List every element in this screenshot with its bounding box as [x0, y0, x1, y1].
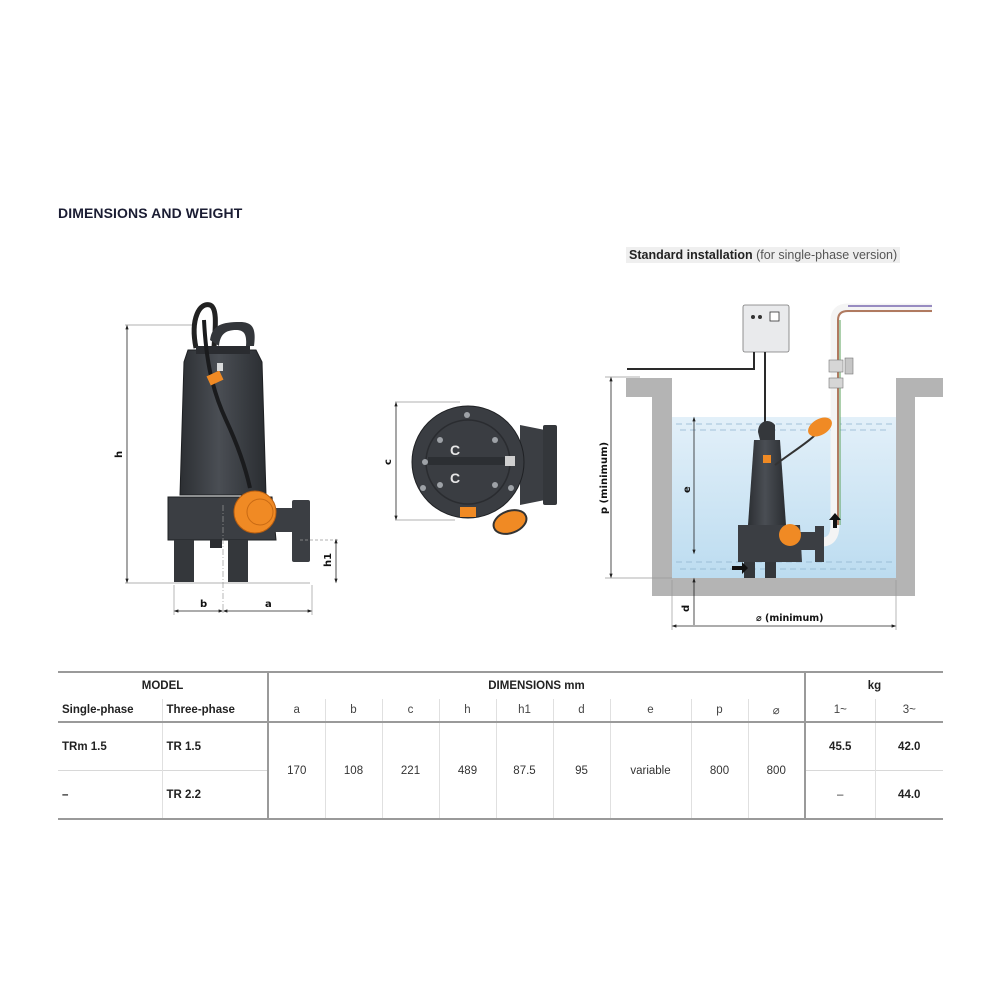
drawings: h h1 b a	[114, 302, 943, 630]
cell-weight-1ph: 45.5	[804, 722, 875, 771]
dim-label-h: h	[114, 451, 125, 458]
dim-label-width: ⌀ (minimum)	[756, 613, 823, 624]
table-row: TRm 1.5 TR 1.5 170 108 221 489 87.5 95 v…	[58, 722, 943, 820]
table-row: – TR 2.2 – 44.0	[58, 770, 943, 820]
cell-weight-3ph: 44.0	[874, 770, 943, 820]
cell-single-phase: –	[58, 770, 162, 820]
svg-text:C: C	[450, 442, 460, 458]
dimensions-table: MODEL DIMENSIONS mm kg Single-phase Thre…	[58, 671, 943, 820]
col-three-phase: Three-phase	[161, 699, 268, 723]
cell-sq: 800	[747, 722, 805, 820]
svg-text:C: C	[450, 470, 460, 486]
col-single-phase: Single-phase	[58, 699, 162, 723]
header-model: MODEL	[58, 671, 268, 699]
cell-b: 108	[324, 722, 382, 820]
col-e: e	[609, 699, 691, 723]
col-h: h	[438, 699, 496, 723]
section-title: DIMENSIONS AND WEIGHT	[58, 205, 243, 221]
cell-e: variable	[609, 722, 691, 820]
cell-weight-1ph: –	[804, 770, 875, 820]
col-sq: ⌀	[747, 699, 805, 723]
col-a: a	[267, 699, 325, 723]
cell-d: 95	[552, 722, 610, 820]
header-weight: kg	[804, 671, 943, 699]
dim-label-h1: h1	[323, 553, 334, 567]
cell-a: 170	[267, 722, 325, 820]
installation-title: Standard installation (for single-phase …	[626, 247, 901, 263]
col-p: p	[690, 699, 748, 723]
dim-label-c: c	[383, 459, 394, 465]
pump-bottom-view: c C C	[383, 401, 557, 535]
header-dimensions: DIMENSIONS mm	[267, 671, 805, 699]
cell-three-phase: TR 1.5	[161, 722, 268, 771]
dim-label-e: e	[682, 486, 693, 493]
installation-diagram: p (minimum) e d ⌀ (minimum)	[599, 303, 943, 630]
col-weight-1ph: 1~	[804, 699, 875, 723]
col-h1: h1	[495, 699, 553, 723]
cell-p: 800	[690, 722, 748, 820]
col-b: b	[324, 699, 382, 723]
dim-label-b: b	[200, 599, 207, 610]
cell-c: 221	[381, 722, 439, 820]
dim-label-a: a	[265, 599, 272, 610]
cell-three-phase: TR 2.2	[161, 770, 268, 820]
cell-h1: 87.5	[495, 722, 553, 820]
installation-title-sub: (for single-phase version)	[756, 248, 898, 262]
col-c: c	[381, 699, 439, 723]
cell-h: 489	[438, 722, 496, 820]
dim-label-p: p (minimum)	[599, 442, 610, 514]
cell-single-phase: TRm 1.5	[62, 740, 107, 753]
col-weight-3ph: 3~	[874, 699, 943, 723]
cell-weight-3ph: 42.0	[874, 722, 943, 771]
pump-side-view: h h1 b a	[114, 302, 340, 615]
installation-title-bold: Standard installation	[629, 248, 753, 262]
col-d: d	[552, 699, 610, 723]
dim-label-d: d	[681, 605, 692, 612]
